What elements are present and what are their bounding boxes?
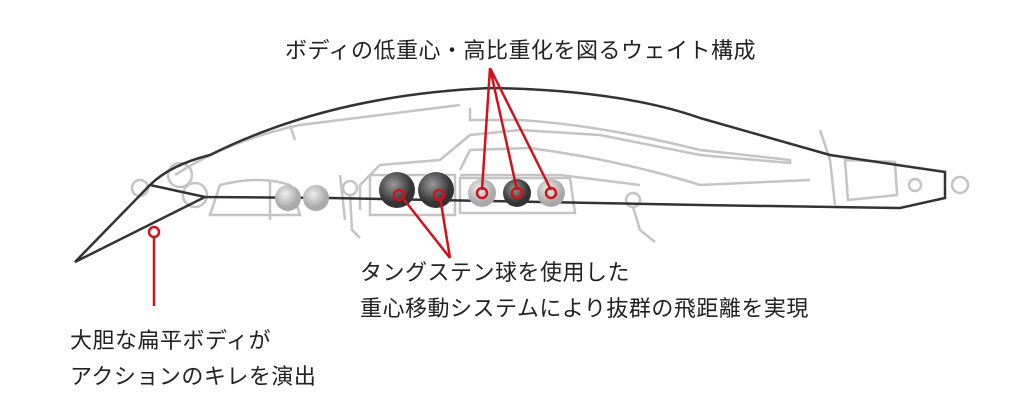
callout-lines xyxy=(147,67,558,306)
body-label-line2: アクションのキレを演出 xyxy=(70,365,317,390)
lure-outline xyxy=(74,86,947,264)
weight-label: ボディの低重心・高比重化を図るウェイト構成 xyxy=(285,39,756,64)
tungsten-label-line2: 重心移動システムにより抜群の飛距離を実現 xyxy=(360,297,809,322)
tungsten-label-line1: タングステン球を使用した xyxy=(360,261,631,286)
lure-inner-structure xyxy=(130,103,970,243)
body-label-line1: 大胆な扁平ボディが xyxy=(70,329,271,354)
lure-lip xyxy=(74,184,206,264)
